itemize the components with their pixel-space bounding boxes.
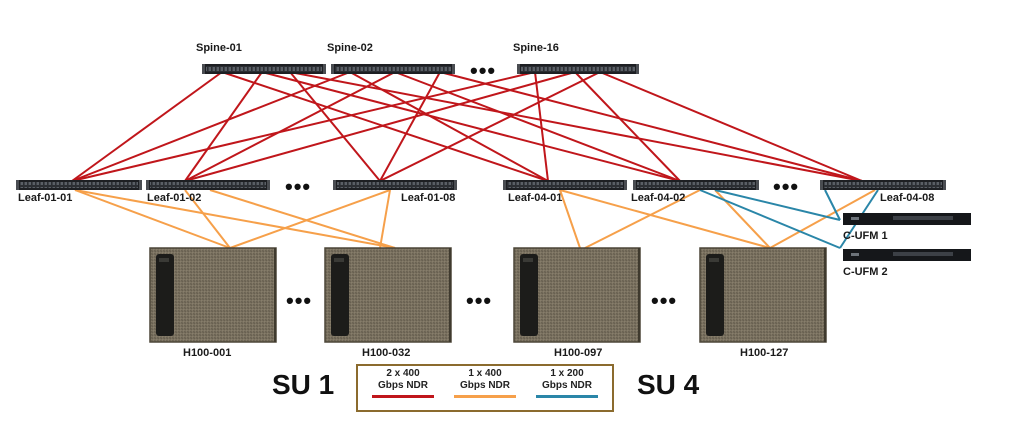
legend-item: 1 x 200 Gbps NDR <box>528 368 606 398</box>
leaf-switch <box>503 180 627 190</box>
leaf-label: Leaf-04-02 <box>631 192 686 204</box>
server-label: H100-127 <box>740 347 789 359</box>
h100-server <box>699 247 827 343</box>
server-label: H100-032 <box>362 347 411 359</box>
spine-leaf-link <box>599 71 863 182</box>
spine-leaf-link <box>71 71 223 182</box>
spine-switch <box>331 64 455 74</box>
legend-label: 1 x 200 Gbps NDR <box>542 368 592 391</box>
leaf-server-link <box>184 189 231 249</box>
ufm-label: C-UFM 2 <box>843 266 888 278</box>
spine-leaf-link <box>71 71 351 182</box>
leaf-server-link <box>769 189 876 249</box>
leaf-server-link <box>379 189 391 249</box>
leaf-server-link <box>209 189 396 249</box>
legend-item: 1 x 400 Gbps NDR <box>446 368 524 398</box>
server-label: H100-097 <box>554 347 603 359</box>
leaf-ufm-link <box>824 189 841 221</box>
legend: 2 x 400 Gbps NDR 1 x 400 Gbps NDR 1 x 20… <box>356 364 614 412</box>
leaf-server-link <box>584 189 701 249</box>
spine-leaf-link <box>349 71 549 182</box>
spine-leaf-link <box>71 71 536 182</box>
spine-leaf-link <box>534 71 549 182</box>
leaf-switch <box>820 180 946 190</box>
spine-leaf-link <box>379 71 601 182</box>
h100-server <box>513 247 641 343</box>
spine-leaf-link <box>184 71 396 182</box>
leaf-server-link <box>229 189 391 249</box>
legend-label: 2 x 400 Gbps NDR <box>378 368 428 391</box>
spine-leaf-link <box>439 71 863 182</box>
legend-swatch <box>536 395 598 398</box>
leaf-server-link <box>559 189 771 249</box>
leaf-ufm-link <box>699 189 841 249</box>
spine-leaf-link <box>184 71 576 182</box>
legend-swatch <box>454 395 516 398</box>
leaf-server-link <box>74 189 396 249</box>
spine-leaf-link <box>394 71 681 182</box>
leaf-switch <box>146 180 270 190</box>
su-label: SU 1 <box>272 369 335 400</box>
su-label: SU 4 <box>637 369 700 400</box>
spine-leaf-link <box>261 71 681 182</box>
spine-leaf-link <box>574 71 681 182</box>
spine-switch <box>202 64 326 74</box>
leaf-label: Leaf-01-02 <box>147 192 202 204</box>
leaf-switch <box>16 180 142 190</box>
ellipsis-servers: ••• <box>651 288 678 313</box>
leaf-label: Leaf-04-01 <box>508 192 563 204</box>
ufm-server <box>843 213 971 225</box>
ufm-server <box>843 249 971 261</box>
leaf-label: Leaf-01-08 <box>401 192 456 204</box>
leaf-switch <box>333 180 457 190</box>
ellipsis-spines: ••• <box>470 58 497 83</box>
spine-leaf-link <box>379 71 441 182</box>
legend-swatch <box>372 395 434 398</box>
spine-label: Spine-02 <box>327 42 373 54</box>
ellipsis-servers: ••• <box>466 288 493 313</box>
leaf-label: Leaf-01-01 <box>18 192 73 204</box>
leaf-server-link <box>74 189 231 249</box>
legend-item: 2 x 400 Gbps NDR <box>364 368 442 398</box>
spine-leaf-link <box>221 71 549 182</box>
ellipsis-servers: ••• <box>286 288 313 313</box>
server-label: H100-001 <box>183 347 232 359</box>
ellipsis-leaves-su4: ••• <box>773 174 800 199</box>
leaf-label: Leaf-04-08 <box>880 192 935 204</box>
leaf-server-link <box>559 189 581 249</box>
spine-leaf-link <box>184 71 263 182</box>
leaf-ufm-link <box>714 189 841 221</box>
spine-label: Spine-01 <box>196 42 242 54</box>
leaf-switch <box>633 180 759 190</box>
legend-label: 1 x 400 Gbps NDR <box>460 368 510 391</box>
h100-server <box>324 247 452 343</box>
spine-switch <box>517 64 639 74</box>
spine-leaf-link <box>289 71 863 182</box>
ufm-label: C-UFM 1 <box>843 230 888 242</box>
spine-label: Spine-16 <box>513 42 559 54</box>
ellipsis-leaves-su1: ••• <box>285 174 312 199</box>
h100-server <box>149 247 277 343</box>
